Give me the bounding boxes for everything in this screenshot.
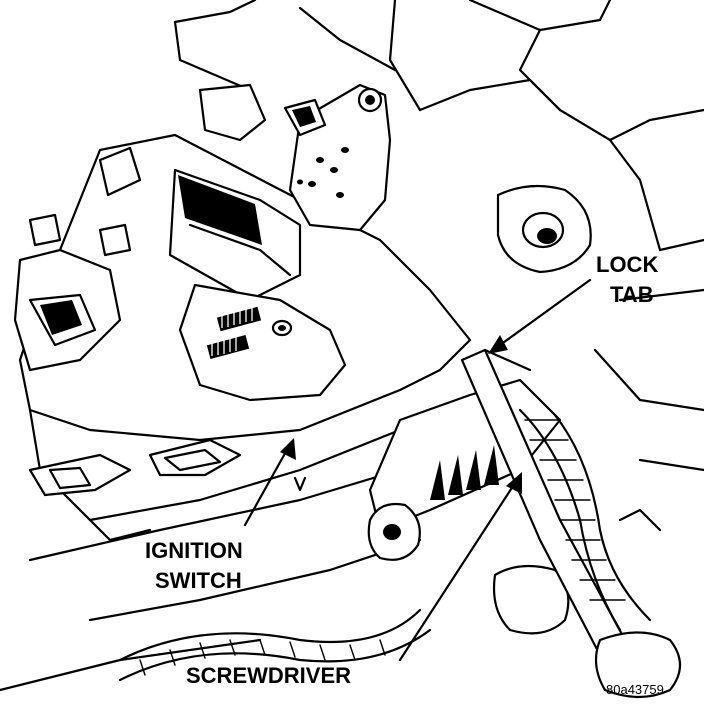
ignition-switch-housing	[13, 83, 472, 542]
screwdriver-leader-arrow	[398, 472, 522, 662]
wire-harness	[118, 408, 682, 699]
steering-column-background	[0, 0, 704, 692]
figure-code: 80a43759	[606, 682, 664, 697]
lock-tab-label-line1: LOCK	[596, 252, 658, 277]
screwdriver-label: SCREWDRIVER	[186, 663, 351, 688]
lock-tab-leader-arrow	[488, 278, 592, 354]
ignition-switch-label-line2: SWITCH	[155, 568, 242, 593]
terminal-grille	[206, 306, 262, 359]
ignition-switch-label-line1: IGNITION	[145, 538, 243, 563]
ignition-switch-leader-arrow	[243, 438, 296, 527]
lock-tab-label-line2: TAB	[610, 282, 654, 307]
column-bolt-boss	[496, 184, 592, 274]
